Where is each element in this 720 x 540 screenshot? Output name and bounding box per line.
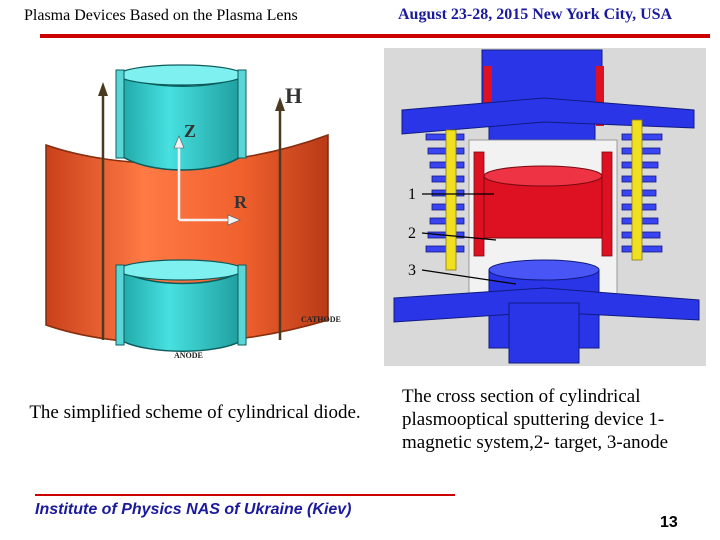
cylindrical-diode-figure: H Z R CATHODE ANODE [45, 64, 341, 360]
label-z: Z [184, 121, 196, 141]
footer-institute: Institute of Physics NAS of Ukraine (Kie… [35, 501, 352, 518]
label-h: H [285, 83, 302, 108]
footer-rule [35, 494, 455, 496]
label-cathode: CATHODE [301, 315, 341, 324]
page-number: 13 [660, 514, 678, 531]
sputtering-device-figure: 1 2 3 [384, 48, 706, 366]
header-rule [40, 34, 710, 38]
anode-upper [119, 73, 244, 171]
callout-2: 2 [408, 225, 416, 242]
label-anode: ANODE [174, 351, 203, 360]
callout-1: 1 [408, 186, 416, 203]
callout-3: 3 [408, 262, 416, 279]
header-title-right: August 23-28, 2015 New York City, USA [398, 6, 673, 23]
header-title-left: Plasma Devices Based on the Plasma Lens [24, 7, 298, 24]
caption-right: The cross section of cylindrical plasmoo… [402, 386, 669, 453]
label-r: R [234, 192, 248, 212]
caption-left: The simplified scheme of cylindrical dio… [29, 402, 361, 423]
